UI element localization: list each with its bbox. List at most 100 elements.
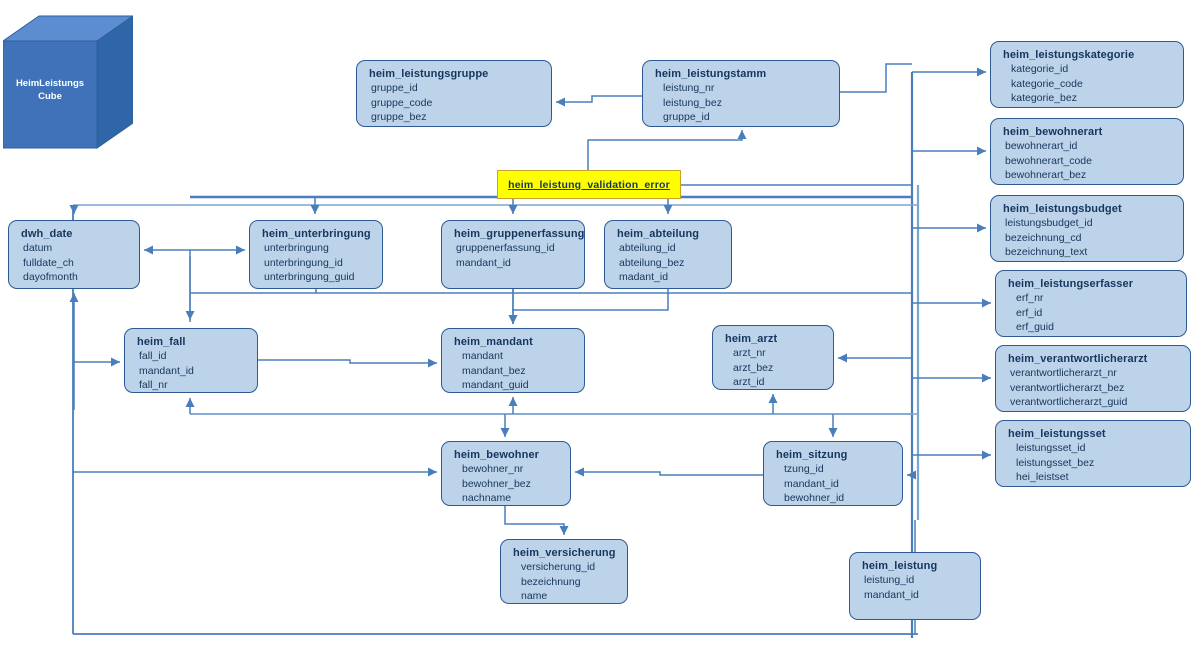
entity-field: gruppe_id <box>371 82 418 94</box>
entity-heim_arzt[interactable]: heim_arzt arzt_nr arzt_bez arzt_id <box>712 325 834 390</box>
entity-field: gruppe_code <box>371 96 433 109</box>
entity-field: arzt_nr <box>733 347 766 359</box>
entity-title: heim_leistungsset <box>1008 428 1106 440</box>
entity-field: erf_nr <box>1016 292 1044 304</box>
entity-title: heim_sitzung <box>776 449 848 461</box>
entity-field: leistungsbudget_id <box>1005 217 1093 229</box>
entity-field: kategorie_id <box>1011 63 1069 75</box>
entity-title: heim_leistungserfasser <box>1008 278 1134 290</box>
entity-field: kategorie_code <box>1011 77 1083 90</box>
entity-field: arzt_bez <box>733 361 774 374</box>
entity-field: erf_id <box>1016 306 1043 319</box>
entity-field: unterbringung_id <box>264 256 343 269</box>
entity-heim_fall[interactable]: heim_fall fall_id mandant_id fall_nr <box>124 328 258 393</box>
entity-heim_versicherung[interactable]: heim_versicherung versicherung_id bezeichn… <box>500 539 628 604</box>
entity-field: mandant_id <box>139 364 194 377</box>
entity-heim_leistungsgruppe[interactable]: heim_leistungsgruppe gruppe_id gruppe_code… <box>356 60 552 127</box>
entity-field: erf_guid <box>1016 321 1054 333</box>
entity-field: mandant_bez <box>462 364 526 377</box>
entity-title: heim_bewohner <box>454 449 540 461</box>
entity-field: abteilung_id <box>619 242 676 254</box>
cube-shape <box>3 15 133 149</box>
entity-field: verantwortlicherarzt_bez <box>1010 381 1125 394</box>
heimleistungs-cube: HeimLeistungs Cube <box>3 15 133 160</box>
entity-field: mandant_id <box>456 256 511 269</box>
entity-field: datum <box>23 242 53 254</box>
entity-field: leistung_id <box>864 574 915 586</box>
entity-field: leistung_nr <box>663 82 715 94</box>
entity-field: name <box>521 590 548 602</box>
entity-field: mandant_id <box>864 588 919 601</box>
entity-field: bewohnerart_code <box>1005 154 1092 167</box>
entity-field: unterbringung_guid <box>264 271 355 283</box>
entity-field: hei_leistset <box>1016 471 1069 483</box>
entity-field: versicherung_id <box>521 561 596 573</box>
entity-field: mandant <box>462 350 503 362</box>
entity-field: tzung_id <box>784 463 824 475</box>
cube-label-line2: Cube <box>38 91 62 102</box>
entity-title: heim_mandant <box>454 336 533 348</box>
entity-field: bewohnerart_bez <box>1005 169 1087 181</box>
entity-field: kategorie_bez <box>1011 92 1077 104</box>
entity-heim_bewohnerart[interactable]: heim_bewohnerart bewohnerart_id bewohnerar… <box>990 118 1184 185</box>
entity-heim_leistungsset[interactable]: heim_leistungsset leistungsset_id leistung… <box>995 420 1191 487</box>
entity-field: fall_id <box>139 350 167 362</box>
entity-field: gruppe_bez <box>371 111 427 123</box>
entity-field: leistungsset_bez <box>1016 456 1095 469</box>
entity-title: heim_versicherung <box>513 547 616 559</box>
entity-title: dwh_date <box>21 228 73 240</box>
entity-field: bewohner_bez <box>462 477 531 490</box>
entity-title: heim_gruppenerfassung <box>454 228 585 240</box>
entity-title: heim_leistungskategorie <box>1003 49 1135 61</box>
entity-heim_unterbringung[interactable]: heim_unterbringung unterbringung unterbrin… <box>249 220 383 289</box>
entity-title: heim_bewohnerart <box>1003 126 1103 138</box>
entity-title: heim_leistungsgruppe <box>369 68 489 80</box>
entity-field: gruppe_id <box>663 111 710 123</box>
entity-field: verantwortlicherarzt_nr <box>1010 367 1117 379</box>
entity-heim_verantwortlicherarzt[interactable]: heim_verantwortlicherarzt verantwortliche… <box>995 345 1191 412</box>
entity-field: bewohner_id <box>784 492 845 504</box>
entity-title: heim_arzt <box>725 333 778 345</box>
cube-label-line1: HeimLeistungs <box>15 78 85 89</box>
entity-field: bewohner_nr <box>462 463 524 475</box>
entity-field: mandant_id <box>784 477 839 490</box>
entity-title: heim_leistungsbudget <box>1003 203 1122 215</box>
entity-title: heim_fall <box>137 336 186 348</box>
entity-heim_leistung[interactable]: heim_leistung leistung_id mandant_id <box>849 552 981 620</box>
entity-field: gruppenerfassung_id <box>456 242 555 254</box>
entity-field: madant_id <box>619 271 669 283</box>
validation-error-node[interactable]: heim_leistung_validation_error <box>497 170 681 199</box>
entity-field: dayofmonth <box>23 271 78 283</box>
entity-field: bezeichnung_cd <box>1005 231 1082 244</box>
entity-title: heim_abteilung <box>617 228 700 240</box>
entity-field: arzt_id <box>733 376 765 388</box>
entity-heim_gruppenerfassung[interactable]: heim_gruppenerfassung gruppenerfassung_id… <box>441 220 585 289</box>
entity-field: nachname <box>462 492 512 504</box>
validation-error-label: heim_leistung_validation_error <box>508 178 670 191</box>
entity-title: heim_verantwortlicherarzt <box>1008 353 1148 365</box>
entity-field: bezeichnung <box>521 575 581 588</box>
entity-field: fulldate_ch <box>23 256 74 269</box>
entity-field: abteilung_bez <box>619 256 685 269</box>
entity-field: bewohnerart_id <box>1005 140 1078 152</box>
entity-field: bezeichnung_text <box>1005 246 1088 258</box>
entity-field: mandant_guid <box>462 379 529 391</box>
entity-title: heim_unterbringung <box>262 228 371 240</box>
entity-field: unterbringung <box>264 242 329 254</box>
entity-heim_leistungserfasser[interactable]: heim_leistungserfasser erf_nr erf_id erf_gu… <box>995 270 1187 337</box>
entity-field: fall_nr <box>139 379 168 391</box>
entity-field: verantwortlicherarzt_guid <box>1010 396 1128 408</box>
entity-field: leistung_bez <box>663 96 722 109</box>
entity-heim_sitzung[interactable]: heim_sitzung tzung_id mandant_id bewohner_i… <box>763 441 903 506</box>
entity-title: heim_leistung <box>862 560 938 572</box>
entity-field: leistungsset_id <box>1016 442 1086 454</box>
